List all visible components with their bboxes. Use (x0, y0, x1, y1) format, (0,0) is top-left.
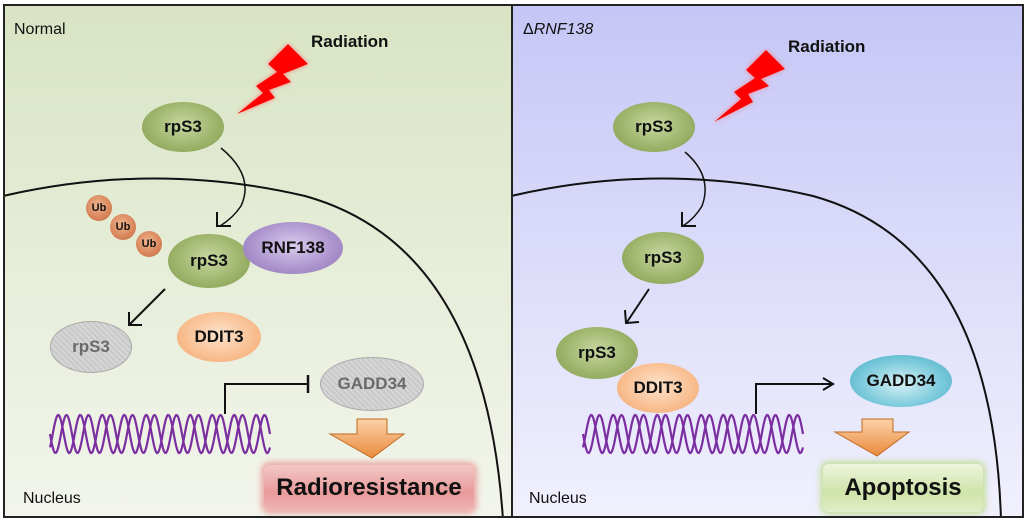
import-arrow (219, 147, 246, 227)
binding-arrow-head (624, 309, 640, 325)
ddit3-node: DDIT3 (617, 363, 699, 413)
gene-name: RNF138 (533, 21, 594, 38)
ubiquitin-2: Ub (110, 214, 136, 240)
import-arrow-head (216, 212, 231, 227)
radioresistance-outcome: Radioresistance (264, 465, 474, 511)
panel-title: ΔRNF138 (523, 21, 593, 39)
outcome-arrow-icon (833, 418, 911, 457)
normal-panel: Normal Radiation Nucleus rpS3 Ub Ub Ub r… (3, 4, 513, 518)
degradation-arrow (129, 288, 166, 325)
nucleus-label: Nucleus (23, 490, 81, 507)
radiation-lightning-icon (237, 44, 308, 114)
dna-helix-icon (581, 413, 805, 455)
rpS3-cytoplasm-node: rpS3 (613, 102, 695, 152)
nucleus-membrane (5, 177, 504, 516)
radiation-label: Radiation (788, 37, 866, 56)
apoptosis-outcome: Apoptosis (823, 464, 983, 512)
dna-helix-icon (48, 413, 272, 455)
rpS3-cytoplasm-node: rpS3 (142, 102, 224, 152)
activation-arrow-head (822, 377, 835, 391)
panel-title: Normal (14, 21, 66, 38)
binding-arrow (626, 288, 650, 323)
rnf138-knockout-panel: ΔRNF138 Radiation Nucleus rpS3 rpS3 rpS3… (511, 4, 1024, 518)
activation-line (755, 383, 831, 414)
nucleus-membrane (513, 177, 1002, 516)
rpS3-ubiquitinated-node: rpS3 (168, 234, 250, 288)
ddit3-node: DDIT3 (177, 312, 261, 362)
gadd34-inhibited-node: GADD34 (320, 357, 424, 411)
rpS3-nucleus-node: rpS3 (622, 232, 704, 284)
ubiquitin-3: Ub (136, 231, 162, 257)
right-panel-graphics (513, 50, 1002, 516)
rpS3-degraded-node: rpS3 (50, 321, 132, 373)
rpS3-bound-node: rpS3 (556, 327, 638, 379)
inhibition-line (224, 383, 308, 414)
degradation-arrow-head (128, 312, 142, 326)
left-panel-graphics (5, 44, 504, 516)
gadd34-active-node: GADD34 (850, 355, 952, 407)
nucleus-label: Nucleus (529, 490, 587, 507)
delta-symbol: Δ (523, 21, 534, 38)
outcome-arrow-icon (328, 418, 406, 459)
rnf138-node: RNF138 (243, 222, 343, 274)
radiation-lightning-icon (714, 50, 785, 122)
radiation-label: Radiation (311, 32, 389, 51)
import-arrow-head (681, 212, 696, 227)
ubiquitin-1: Ub (86, 195, 112, 221)
import-arrow (682, 151, 706, 227)
